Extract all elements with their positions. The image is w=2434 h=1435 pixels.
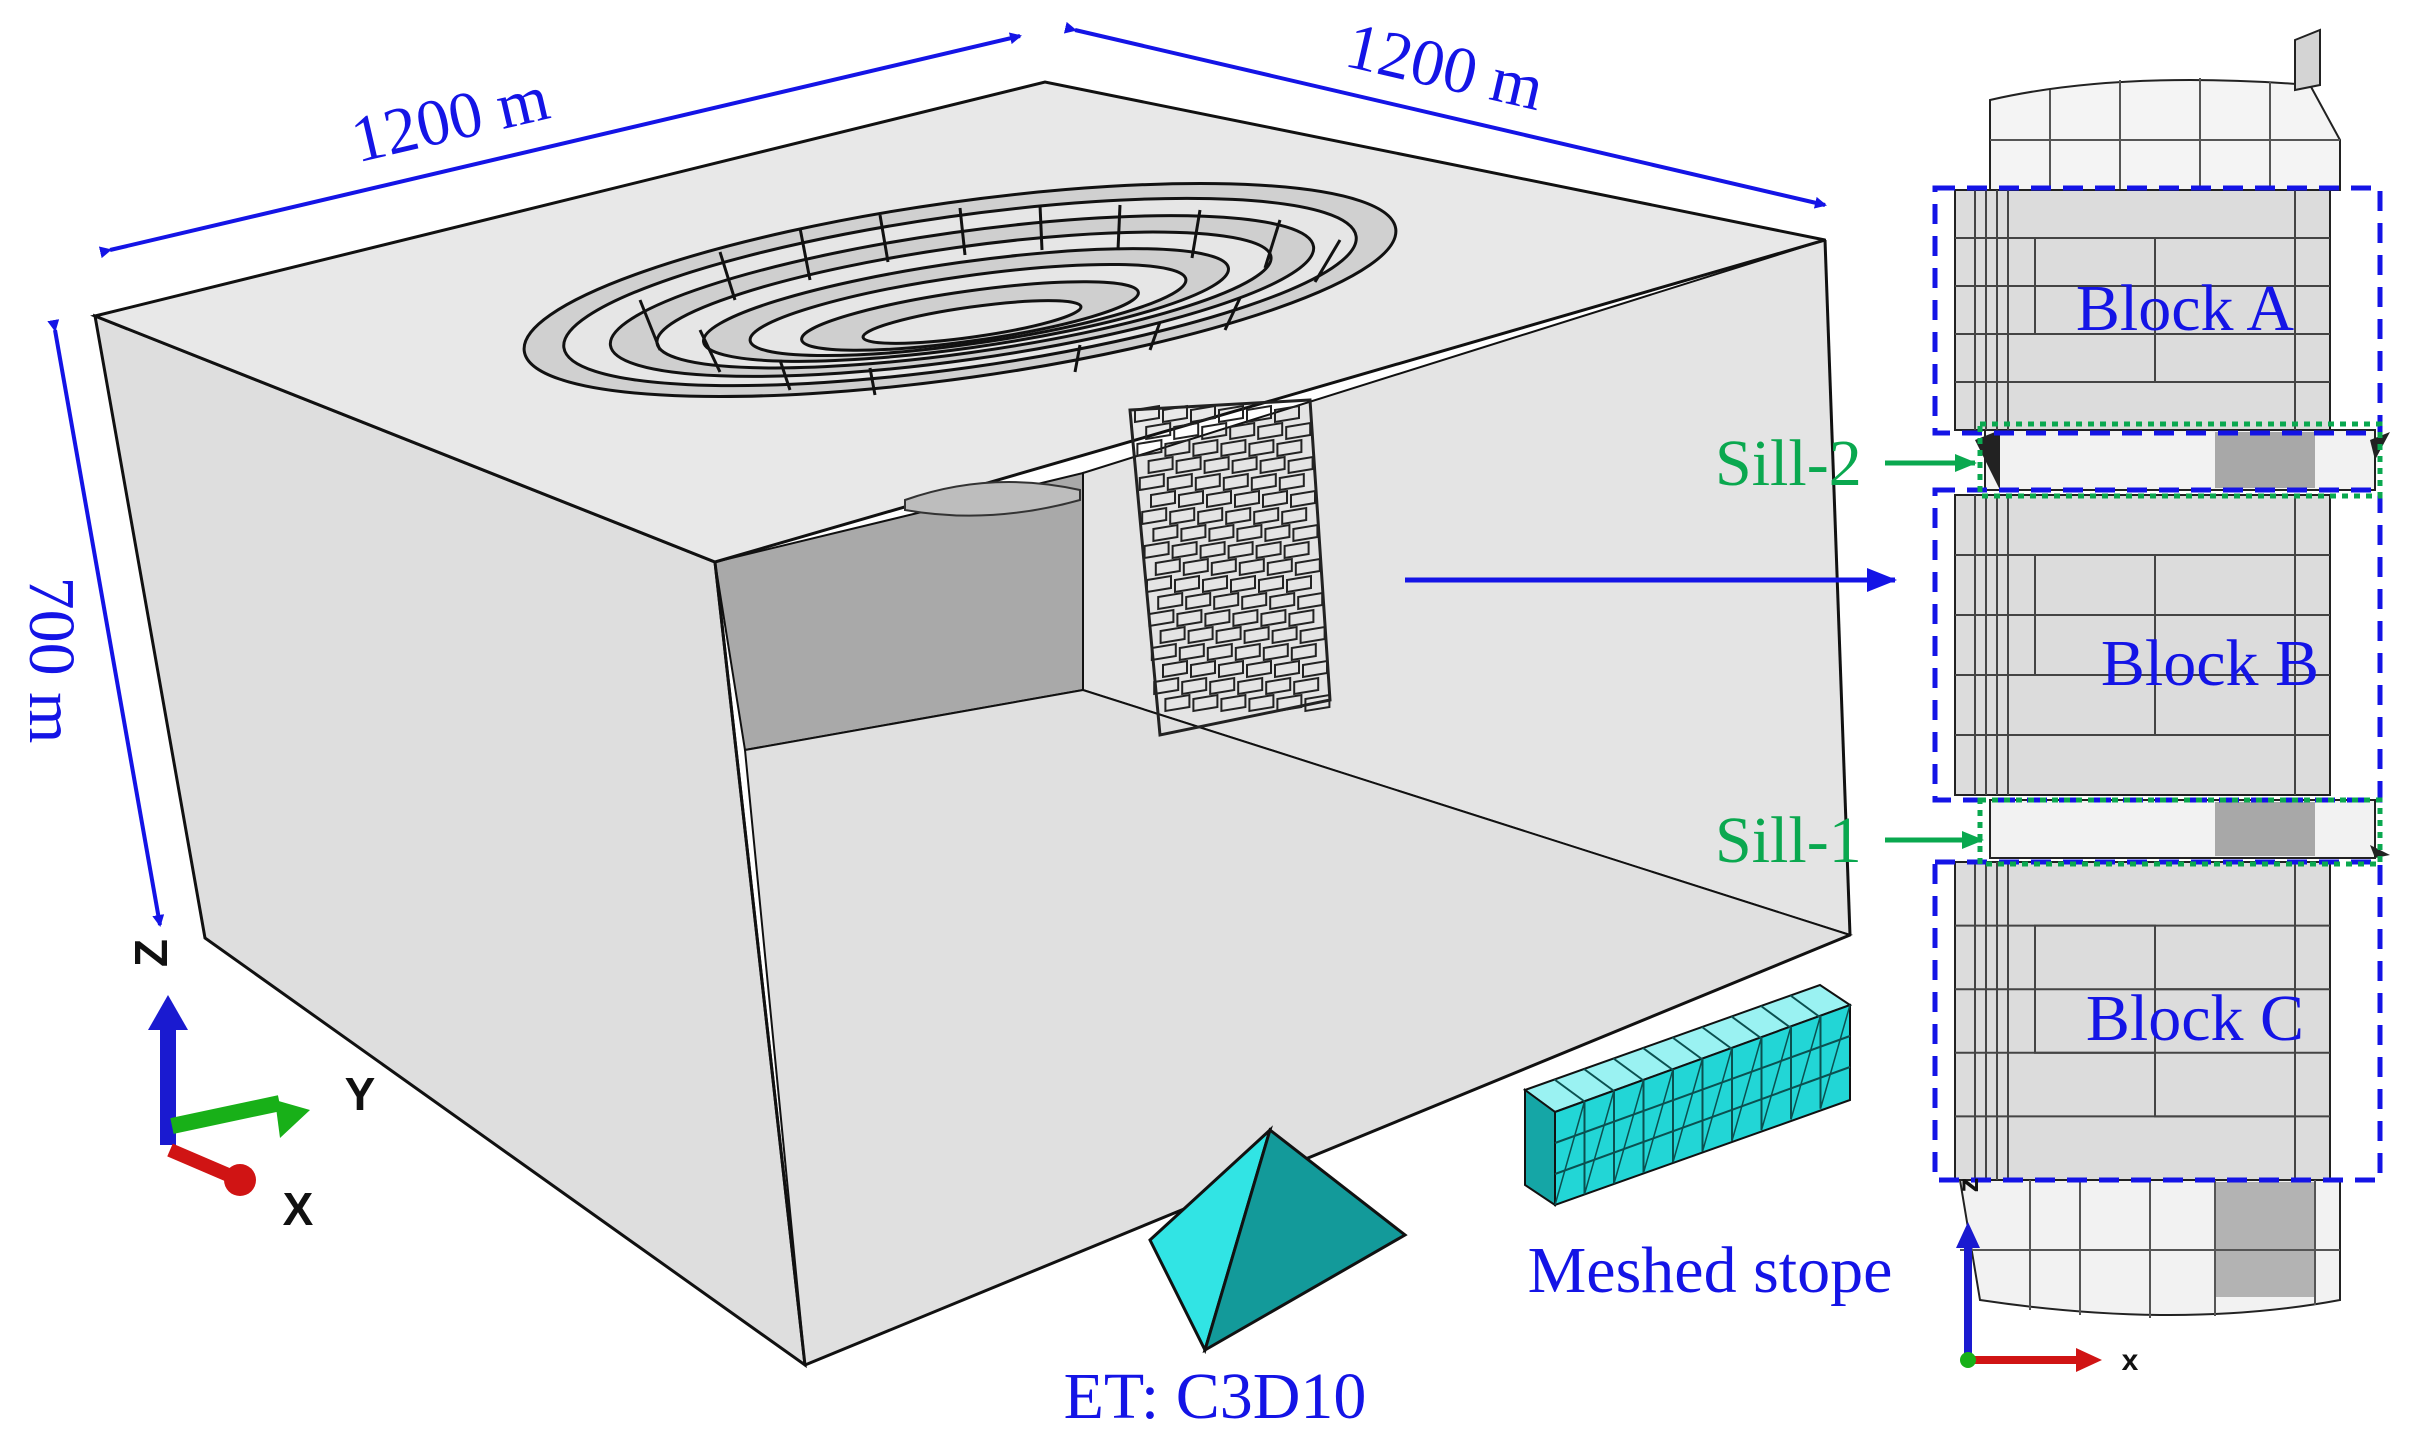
stope-column xyxy=(1954,28,2390,1318)
block-c-label: Block C xyxy=(2086,982,2304,1055)
sill-1-body xyxy=(1989,799,2376,859)
sill-1-label: Sill-1 xyxy=(1715,804,1862,877)
sill-2-label: Sill-2 xyxy=(1715,427,1862,500)
meshed-stope xyxy=(1522,983,1853,1207)
column-axis-triad: z x xyxy=(1952,1178,2139,1378)
dim-arrow-top-left xyxy=(98,32,1022,259)
dim-arrow-top-right xyxy=(1063,21,1827,209)
dim-label-left: 700 m xyxy=(15,577,88,744)
dim-label-top-left: 1200 m xyxy=(345,61,556,177)
block-a-body xyxy=(1954,189,2331,431)
main-axis-x-label: X xyxy=(283,1183,314,1235)
dim-label-top-right: 1200 m xyxy=(1339,9,1550,125)
block-frames xyxy=(1932,185,2383,1183)
main-axis-z-label: Z xyxy=(125,939,177,967)
column-axis-z-label: z xyxy=(1952,1178,1985,1193)
dim-arrow-left xyxy=(47,319,165,927)
sill-2-body xyxy=(1984,429,2376,491)
ore-body-mesh xyxy=(1128,398,1332,737)
block-a-label: Block A xyxy=(2076,272,2295,345)
main-axis-y-label: Y xyxy=(345,1068,376,1120)
c3d10-element: ET: C3D10 xyxy=(1064,1125,1408,1433)
block-c-body xyxy=(1954,861,2331,1181)
block-b-body xyxy=(1954,494,2331,796)
element-type-label: ET: C3D10 xyxy=(1064,1360,1367,1433)
block-b-label: Block B xyxy=(2101,627,2319,700)
meshed-stope-label: Meshed stope xyxy=(1528,1234,1893,1307)
column-axis-x-label: x xyxy=(2122,1344,2139,1377)
main-axis-triad: Z Y X xyxy=(125,939,375,1235)
open-pit xyxy=(522,181,1398,399)
